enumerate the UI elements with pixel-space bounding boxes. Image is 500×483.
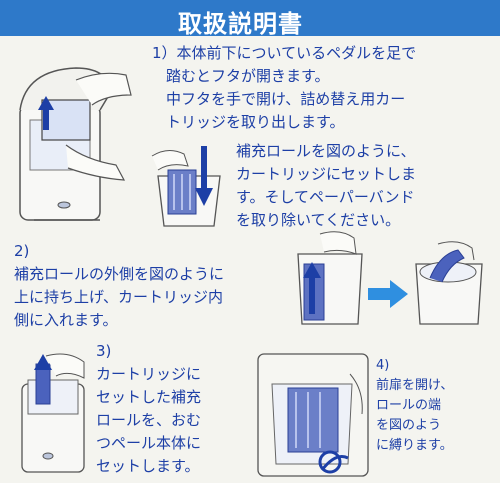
step1-sub-instructions: 補充ロールを図のように、 カートリッジにセットしま す。そしてペーパーバンド を…: [236, 140, 416, 232]
step4-instructions: 4) 前扉を開け、 ロールの端 を図のよう に縛ります。: [376, 356, 453, 456]
step4-line: 前扉を開け、: [376, 378, 454, 393]
step1-instructions: 1）本体前下についているペダルを足で 踏むとフタが開きます。 中フタを手で開け、…: [152, 42, 416, 134]
header-bar: 取扱説明書: [0, 0, 500, 38]
step4-door-illustration: [257, 353, 369, 477]
step2-instructions: 2) 補充ロールの外側を図のように 上に持ち上げ、カートリッジ内 側に入れます。: [14, 240, 224, 332]
step3-instructions: 3) カートリッジに セットした補充 ロールを、おむ つペール本体に セットしま…: [96, 340, 201, 478]
step1-bin-illustration: [19, 67, 132, 221]
step4-number: 4): [376, 358, 390, 373]
step1-sub-line: カートリッジにセットしま: [236, 165, 417, 183]
page-title: 取扱説明書: [178, 10, 303, 38]
step2-line: 側に入れます。: [14, 311, 118, 329]
step3-line: カートリッジに: [96, 365, 202, 383]
step1-line: 中フタを手で開け、詰め替え用カー: [166, 90, 406, 108]
step1-roll-illustration: [151, 146, 221, 227]
step4-line: に縛ります。: [376, 438, 453, 453]
step1-line: トリッジを取り出します。: [166, 113, 345, 131]
step1-sub-line: 補充ロールを図のように、: [236, 142, 416, 160]
step1-line: 1）本体前下についているペダルを足で: [152, 44, 417, 62]
step3-line: セットした補充: [96, 388, 202, 406]
step4-line: を図のよう: [376, 418, 442, 433]
step3-line: ロールを、おむ: [96, 411, 202, 429]
step3-bin-illustration: [21, 353, 85, 473]
step1-sub-line: を取り除いてください。: [236, 211, 401, 229]
step4-line: ロールの端: [376, 398, 442, 413]
step1-line: 踏むとフタが開きます。: [166, 67, 330, 85]
step3-line: セットします。: [96, 457, 200, 475]
step3-number: 3): [96, 342, 112, 360]
step3-line: つペール本体に: [96, 434, 202, 452]
step2-line: 上に持ち上げ、カートリッジ内: [14, 288, 223, 306]
step1-sub-line: す。そしてペーパーバンド: [236, 188, 415, 206]
step2-number: 2): [14, 242, 30, 260]
step2-line: 補充ロールの外側を図のように: [14, 265, 225, 283]
step2-cartridge-illustration: [297, 231, 483, 325]
